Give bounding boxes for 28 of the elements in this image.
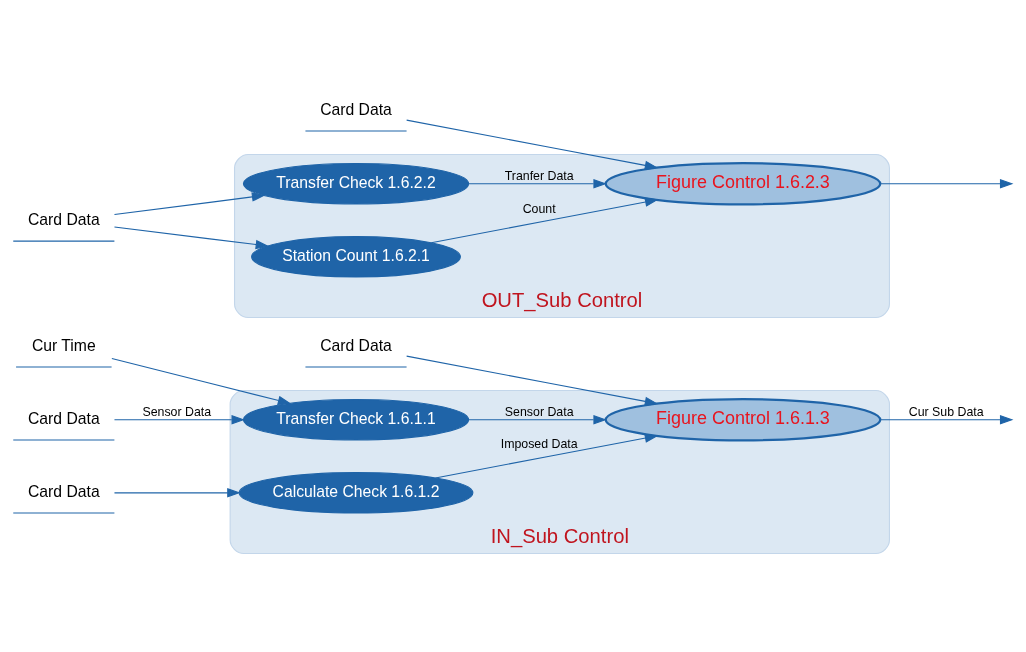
arrow [113,414,245,424]
arrow [406,355,659,406]
arrow [111,357,292,405]
node-ellipse: Station Count 1.6.2.1 [251,235,461,278]
node-text: Card Data [28,409,100,427]
node-text: Card Data [28,210,100,228]
node-ellipse: Transfer Check 1.6.1.1 [242,398,470,441]
edge-label: Tranfer Data [504,168,574,183]
edge-label: Sensor Data [504,404,574,419]
arrow [468,414,607,424]
node-ellipse: Calculate Check 1.6.1.2 [238,471,474,514]
arrow [434,433,659,478]
arrow [880,414,1014,424]
arrow [880,178,1014,188]
arrow [113,191,266,215]
edge-label: Count [522,201,556,216]
node-text: Card Data [28,482,100,500]
arrow [468,178,607,188]
arrow [430,196,659,243]
edge-label: Sensor Data [142,404,212,419]
edge-label: Cur Sub Data [908,404,984,419]
node-text: Card Data [320,100,392,118]
node-text: Cur Time [31,336,96,354]
edge-label: Imposed Data [500,436,578,451]
arrow [113,487,241,498]
arrow [113,225,270,249]
node-text: Card Data [320,336,392,354]
arrow [406,119,659,170]
